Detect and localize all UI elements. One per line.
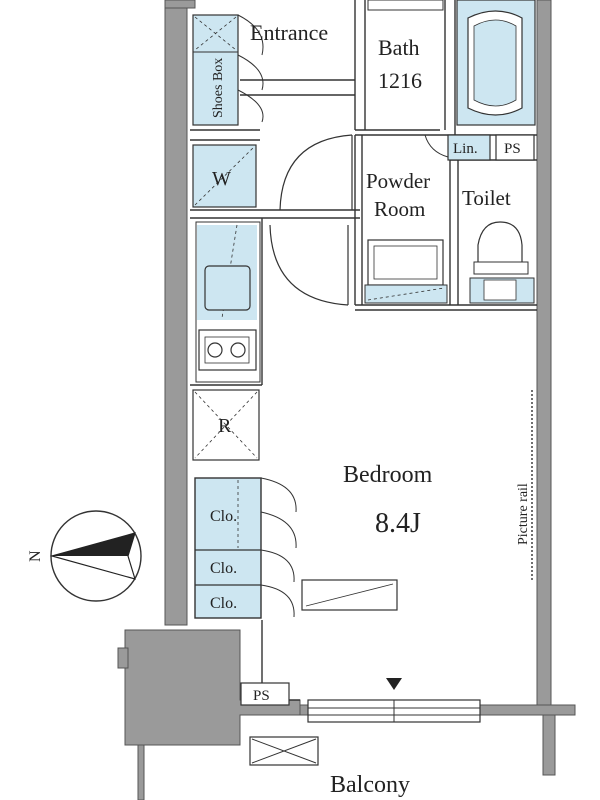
ps-bottom-label: PS — [253, 688, 270, 704]
bedroom: Bedroom 8.4J Picture rail — [301, 462, 531, 611]
entrance-label: Entrance — [250, 20, 328, 45]
linen-closet: Lin. — [424, 134, 491, 161]
north-compass-icon: N — [27, 510, 142, 602]
toilet-label: Toilet — [462, 186, 511, 210]
powder-room-label-2: Room — [374, 197, 425, 221]
balcony-label: Balcony — [330, 772, 410, 798]
balcony-window — [307, 678, 481, 723]
bath-size-label: 1216 — [378, 68, 422, 93]
bedroom-size-label: 8.4J — [375, 508, 421, 539]
outdoor-unit — [249, 736, 319, 766]
balcony: Balcony — [249, 736, 410, 798]
powder-room: Powder Room — [364, 169, 448, 304]
closets: Clo. Clo. Clo. — [194, 477, 297, 619]
kitchen — [195, 221, 261, 383]
door-swings — [269, 134, 353, 306]
walls — [117, 0, 576, 800]
powder-room-label-1: Powder — [366, 169, 430, 193]
closet-3-label: Clo. — [210, 595, 237, 612]
closet-2-label: Clo. — [210, 560, 237, 577]
washer-label: W — [212, 168, 231, 190]
bath-label: Bath — [378, 35, 420, 60]
refrigerator-space: R — [192, 389, 260, 461]
pipe-space-bottom: PS — [240, 682, 290, 706]
entry-arrow-icon — [386, 678, 402, 690]
north-label: N — [27, 550, 44, 562]
toilet-room: Toilet — [462, 186, 535, 304]
closet-1-label: Clo. — [210, 508, 237, 525]
pipe-space-top: PS — [495, 134, 535, 161]
shoes-box-label: Shoes Box — [211, 58, 226, 118]
washer-space: W — [192, 144, 257, 208]
picture-rail-label: Picture rail — [516, 483, 531, 545]
bath-area: Bath 1216 — [367, 0, 536, 126]
shoes-box: Shoes Box — [192, 14, 264, 126]
linen-label: Lin. — [453, 141, 478, 157]
ps-top-label: PS — [504, 141, 521, 157]
refrigerator-label: R — [218, 415, 232, 437]
bedroom-label: Bedroom — [343, 462, 433, 488]
